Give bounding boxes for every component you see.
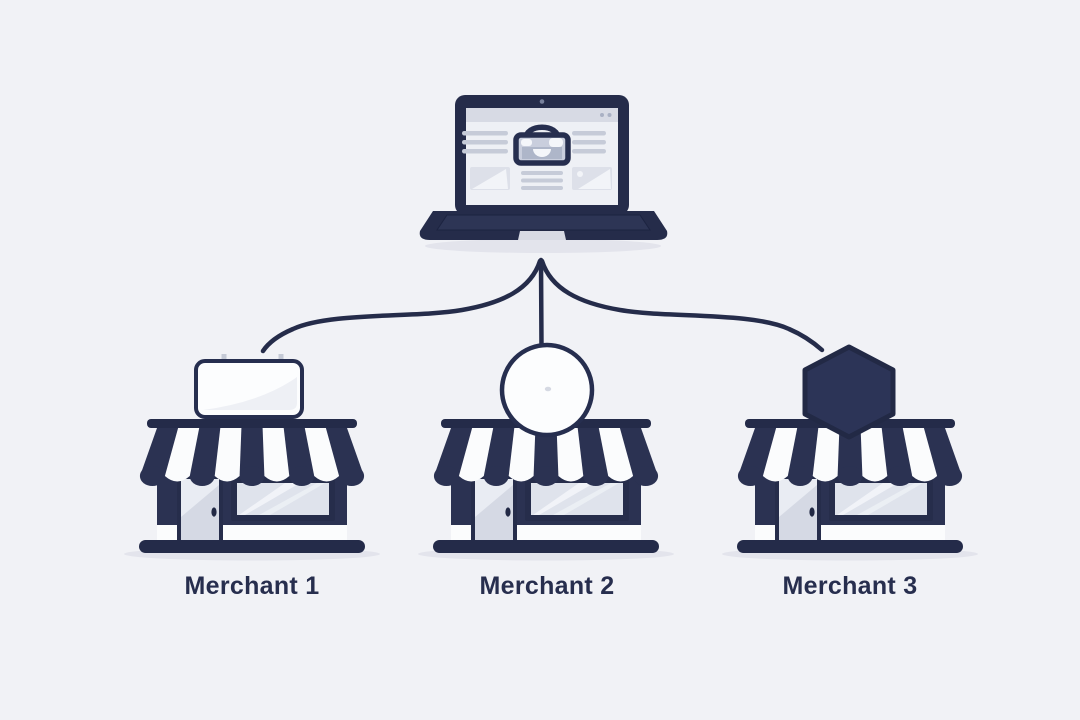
connector-line-merchant-3 xyxy=(539,258,825,353)
webcam-dot-icon xyxy=(539,99,545,104)
connector-line-merchant-2 xyxy=(538,257,544,351)
laptop-icon xyxy=(419,95,668,253)
image-placeholder-right xyxy=(572,167,612,190)
circle-sign-icon xyxy=(499,342,595,438)
shopping-bag-icon xyxy=(513,124,571,166)
merchant-1-storefront-icon xyxy=(124,354,380,561)
connector-lines xyxy=(260,257,825,354)
merchant-2-label: Merchant 2 xyxy=(479,572,615,600)
merchant-3-label: Merchant 3 xyxy=(782,572,918,600)
laptop-shadow xyxy=(425,239,661,253)
connector-line-merchant-1 xyxy=(260,258,543,354)
rectangle-sign-icon xyxy=(194,354,304,419)
merchant-2-storefront-icon xyxy=(418,342,674,561)
merchant-1-label: Merchant 1 xyxy=(184,572,320,600)
page-text-lines xyxy=(462,131,606,190)
merchant-3-storefront-icon xyxy=(722,344,978,561)
browser-header-bar xyxy=(466,108,618,122)
laptop-trackpad-notch xyxy=(518,231,566,240)
laptop-keyboard-area xyxy=(436,214,651,231)
image-placeholder-left xyxy=(470,167,510,190)
hexagon-sign-icon xyxy=(802,344,896,440)
